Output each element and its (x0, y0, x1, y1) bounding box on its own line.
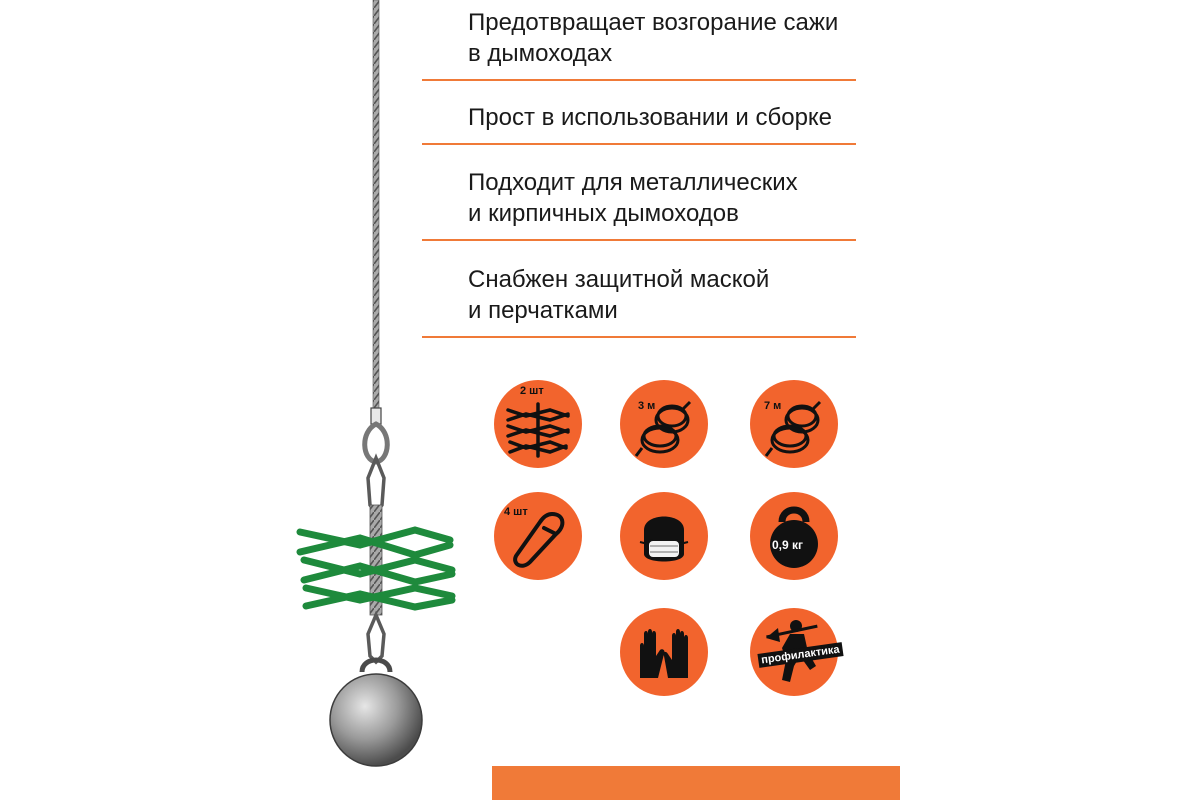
carabiner-icon (513, 511, 565, 568)
footer-accent-bar (492, 766, 900, 800)
feature-text: Предотвращает возгорание сажи в дымохода… (468, 9, 839, 67)
brush-count-label: 2 шт (520, 385, 544, 397)
rope-7m-badge: 7 м (750, 380, 838, 468)
weight-label: 0,9 кг (772, 538, 804, 552)
feature-item: Прост в использовании и сборке (422, 79, 856, 145)
feature-item: Подходит для металлических и кирпичных д… (422, 143, 856, 241)
feature-text: Подходит для металлических и кирпичных д… (468, 169, 798, 227)
rope-length-label: 7 м (764, 400, 782, 412)
brush-count-badge: 2 шт (494, 380, 582, 468)
face-mask-icon (639, 516, 689, 562)
feature-text: Прост в использовании и сборке (468, 104, 833, 131)
rope-3m-badge: 3 м (620, 380, 708, 468)
feature-text: Снабжен защитной маской и перчатками (468, 266, 770, 324)
prophylaxis-badge: профилактика (750, 608, 844, 696)
kettlebell-weight-icon (770, 506, 818, 568)
carabiner-count-badge: 4 шт (494, 492, 582, 580)
gloves-badge (620, 608, 708, 696)
rope-coil-icon (764, 400, 822, 457)
feature-item: Предотвращает возгорание сажи в дымохода… (422, 0, 856, 81)
carabiner-count-label: 4 шт (504, 506, 528, 518)
rope-coil-icon (634, 400, 692, 457)
feature-item: Снабжен защитной маской и перчатками (422, 239, 856, 338)
face-mask-badge (620, 492, 708, 580)
chimney-sweep-icon (766, 620, 818, 682)
chimney-sweep-illustration (296, 0, 456, 767)
brush-net-icon (506, 402, 570, 458)
gloves-icon (640, 629, 688, 678)
weight-badge: 0,9 кг (750, 492, 838, 580)
rope-length-label: 3 м (638, 400, 656, 412)
